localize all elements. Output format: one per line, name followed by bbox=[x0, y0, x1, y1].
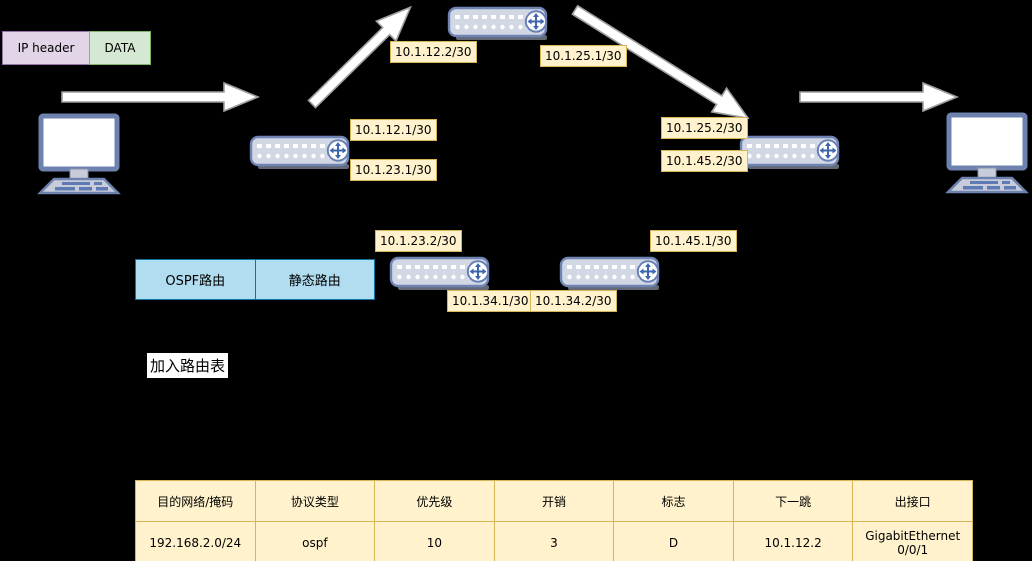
routing-table-header-protocol: 协议类型 bbox=[254, 480, 376, 522]
route-type-ospf: OSPF路由 bbox=[135, 259, 256, 300]
flow-arrow-down-right bbox=[571, 4, 750, 120]
computer-icon-right bbox=[948, 115, 1026, 192]
route-type-box: OSPF路由 静态路由 bbox=[135, 259, 375, 300]
router-icon-right bbox=[739, 135, 841, 171]
routing-table-header-destination: 目的网络/掩码 bbox=[135, 480, 256, 522]
routing-table-cell-destination: 192.168.2.0/24 bbox=[135, 521, 256, 561]
ip-label-10-1-23-2: 10.1.23.2/30 bbox=[375, 230, 462, 252]
flow-arrow-up-right bbox=[307, 5, 412, 109]
routing-table-cell-cost: 3 bbox=[493, 521, 615, 561]
ip-label-10-1-23-1: 10.1.23.1/30 bbox=[350, 159, 437, 181]
ip-label-10-1-45-1: 10.1.45.1/30 bbox=[650, 230, 737, 252]
routing-table-header-cost: 开销 bbox=[493, 480, 615, 522]
routing-table-header-row: 目的网络/掩码 协议类型 优先级 开销 标志 下一跳 出接口 bbox=[135, 480, 973, 522]
packet-ip-header-cell: IP header bbox=[2, 31, 90, 65]
routing-table-cell-protocol: ospf bbox=[254, 521, 376, 561]
ip-label-10-1-34-2: 10.1.34.2/30 bbox=[530, 290, 617, 312]
routing-table-header-nexthop: 下一跳 bbox=[732, 480, 854, 522]
routing-table-row: 192.168.2.0/24 ospf 10 3 D 10.1.12.2 Gig… bbox=[135, 521, 973, 561]
router-icon-bottom-right bbox=[559, 256, 661, 292]
computer-icon-left bbox=[40, 116, 118, 193]
ip-label-10-1-25-2: 10.1.25.2/30 bbox=[661, 117, 748, 139]
routing-table-header-interface: 出接口 bbox=[852, 480, 973, 522]
ip-label-10-1-25-1: 10.1.25.1/30 bbox=[540, 45, 627, 67]
routing-table-header-flags: 标志 bbox=[613, 480, 734, 522]
ip-label-10-1-12-1: 10.1.12.1/30 bbox=[350, 119, 437, 141]
ip-label-10-1-45-2: 10.1.45.2/30 bbox=[661, 150, 748, 172]
routing-table-header-preference: 优先级 bbox=[374, 480, 495, 522]
routing-table-cell-nexthop: 10.1.12.2 bbox=[732, 521, 854, 561]
packet-data-cell: DATA bbox=[89, 31, 151, 65]
ip-label-10-1-34-1: 10.1.34.1/30 bbox=[447, 290, 534, 312]
routing-table-cell-flags: D bbox=[613, 521, 734, 561]
router-icon-top bbox=[447, 6, 549, 42]
router-icon-bottom-left bbox=[389, 256, 491, 292]
routing-table: 目的网络/掩码 协议类型 优先级 开销 标志 下一跳 出接口 192.168.2… bbox=[135, 480, 973, 561]
flow-arrow-router-to-pc2 bbox=[799, 81, 960, 113]
routing-table-cell-interface: GigabitEthernet 0/0/1 bbox=[852, 521, 973, 561]
note-join-routing-table: 加入路由表 bbox=[147, 353, 229, 378]
ip-label-10-1-12-2: 10.1.12.2/30 bbox=[390, 41, 477, 63]
routing-table-cell-preference: 10 bbox=[374, 521, 495, 561]
flow-arrow-pc1-to-router bbox=[61, 81, 261, 113]
route-type-static: 静态路由 bbox=[254, 259, 375, 300]
router-icon-left bbox=[249, 135, 351, 171]
